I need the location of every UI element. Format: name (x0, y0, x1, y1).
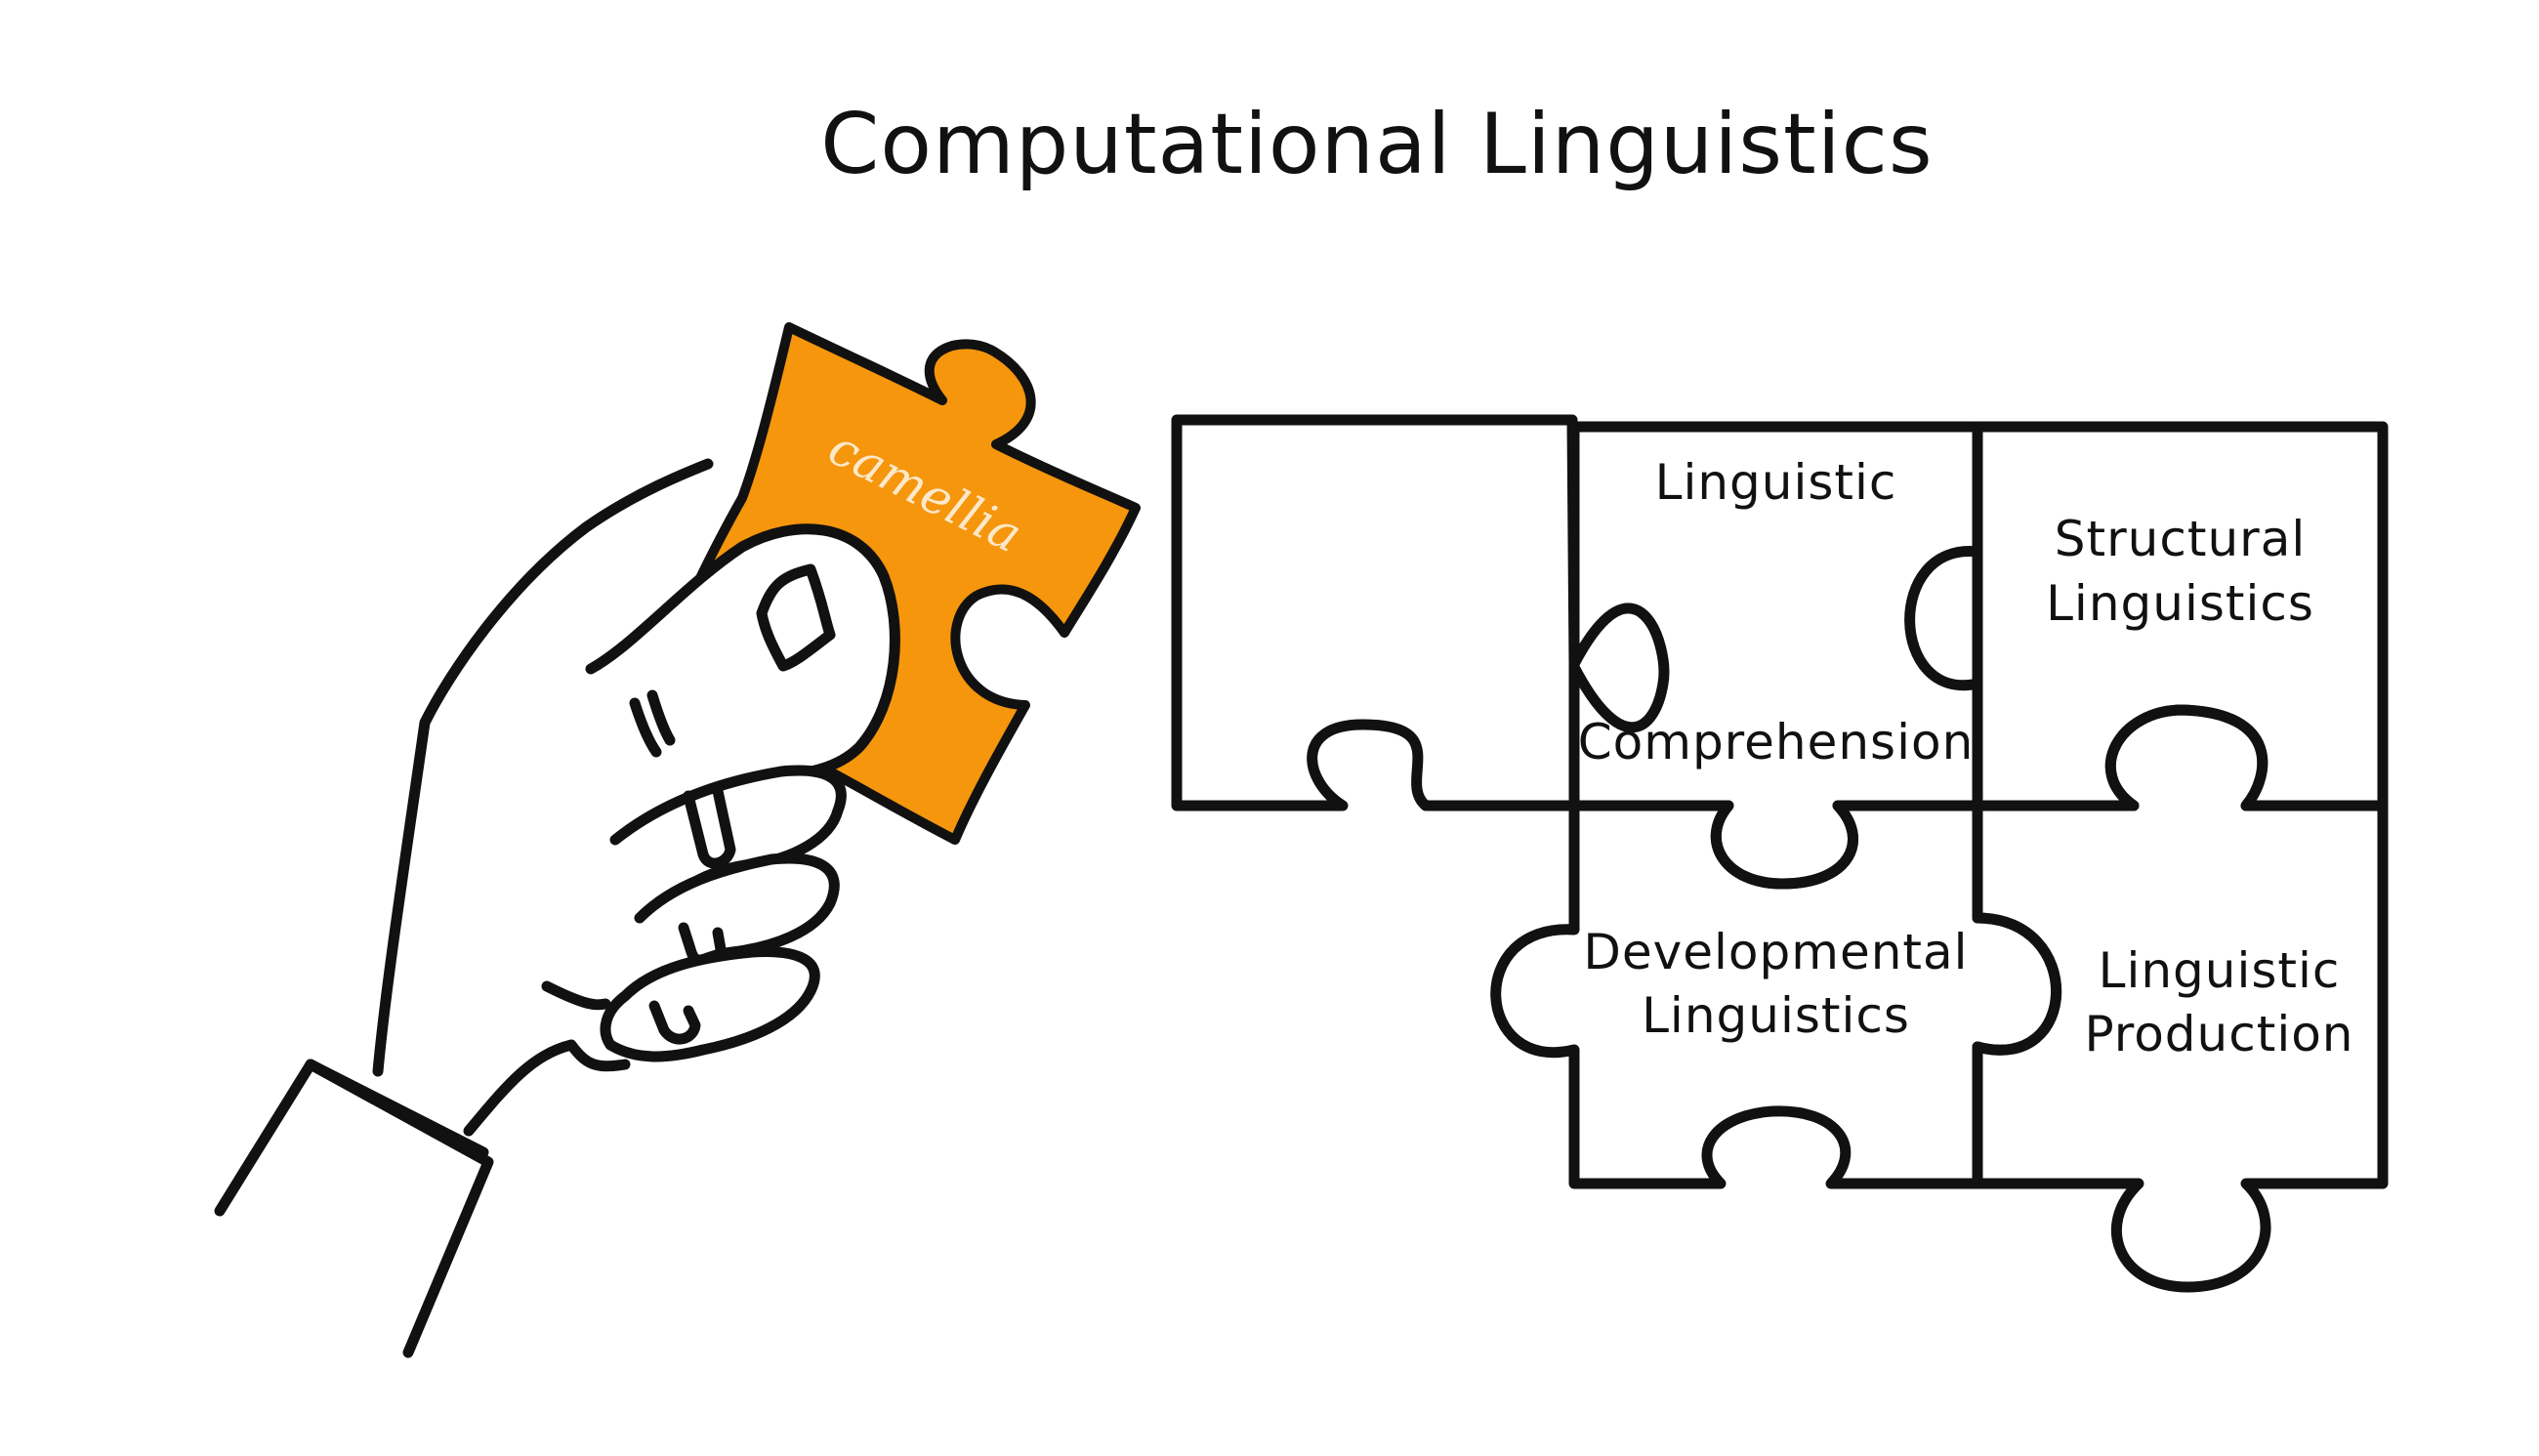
label-structural-linguistics-line1: Structural (2054, 511, 2307, 567)
diagram-title: Computational Linguistics (820, 96, 1934, 193)
thumbnail-shape (756, 563, 836, 672)
hand-illustration (214, 458, 714, 1358)
label-linguistic-production-line2: Production (2084, 1006, 2354, 1062)
label-linguistic-production-line1: Linguistic (2098, 942, 2341, 999)
hand-finger-3 (600, 946, 820, 1062)
label-developmental-linguistics-line1: Developmental (1583, 924, 1969, 980)
label-linguistic-comprehension-bottom: Comprehension (1577, 714, 1975, 770)
puzzle-piece-linguistic-production (1972, 704, 2389, 1293)
label-developmental-linguistics-line2: Linguistics (1642, 987, 1910, 1044)
label-linguistic-comprehension-top: Linguistic (1654, 454, 1897, 511)
label-structural-linguistics-line2: Linguistics (2046, 575, 2314, 632)
